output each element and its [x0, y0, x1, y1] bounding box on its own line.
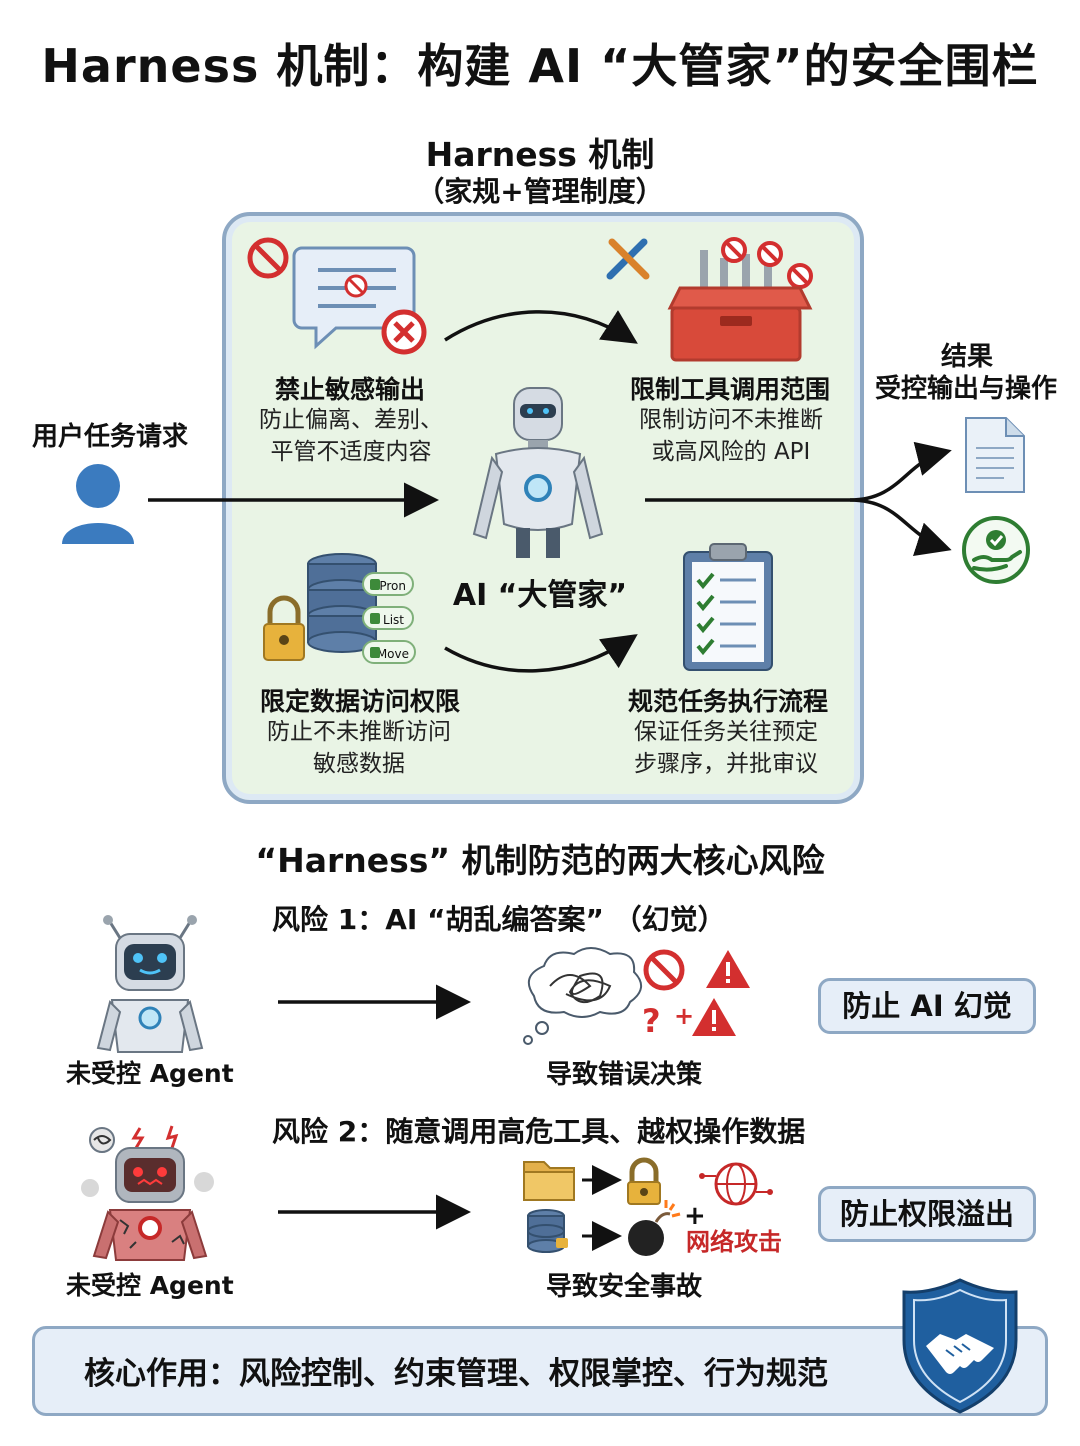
- feature-desc-tool-scope-line1: 限制访问不未推断: [639, 407, 823, 433]
- agent-center-label: AI “大管家”: [452, 578, 628, 613]
- mechanism-heading: Harness 机制: [425, 135, 655, 174]
- security-incident-icons: +: [523, 1157, 773, 1256]
- db-tag-label: Move: [376, 647, 409, 661]
- feature-title-tool-scope: 限制工具调用范围: [629, 375, 830, 404]
- page-title: Harness 机制：构建 AI “大管家”的安全围栏: [41, 39, 1039, 93]
- db-tag-pron: Pron: [362, 572, 414, 596]
- clipboard-checklist-icon: [683, 543, 773, 671]
- lock-icon: [627, 1157, 661, 1205]
- feature-desc-process-line1: 保证任务关往预定: [634, 719, 818, 745]
- ban-icon: [247, 237, 289, 279]
- feature-desc-tool-scope-line2: 或高风险的 API: [651, 439, 811, 465]
- robot-icon: [472, 387, 604, 558]
- plus-icon: +: [684, 1201, 706, 1231]
- network-globe-icon: [699, 1162, 773, 1206]
- tools-crossed-icon: [606, 238, 650, 280]
- mechanism-subheading: （家规+管理制度）: [416, 175, 664, 208]
- risk1-agent-label: 未受控 Agent: [66, 1059, 234, 1088]
- speech-bubble-ban-icon: [247, 237, 427, 355]
- risk2-agent-label: 未受控 Agent: [66, 1271, 234, 1300]
- confused-thought-icon: ? +: [523, 947, 750, 1045]
- uncontrolled-robot-icon: [96, 915, 204, 1053]
- risk2-title: 风险 2：随意调用高危工具、越权操作数据: [272, 1115, 806, 1148]
- document-icon: [965, 417, 1025, 493]
- core-function-banner: [32, 1326, 1048, 1416]
- tag-lock-icon: [370, 579, 380, 590]
- warning-icon: [706, 950, 750, 988]
- shield-handshake-icon: [902, 1278, 1018, 1414]
- prevent-hallucination-badge: 防止 AI 幻觉: [818, 978, 1036, 1034]
- feature-desc-sensitive-output-line1: 防止偏离、差别、: [259, 407, 443, 433]
- core-function-text: 核心作用：风险控制、约束管理、权限掌控、行为规范: [84, 1356, 828, 1392]
- network-attack-label: 网络攻击: [686, 1228, 782, 1256]
- plus-icon: +: [674, 1002, 694, 1030]
- feature-title-sensitive-output: 禁止敏感输出: [274, 375, 425, 404]
- agent-to-check-arrow: [849, 498, 952, 556]
- lock-icon: [263, 595, 305, 661]
- result-sublabel: 受控输出与操作: [874, 374, 1057, 404]
- feature-desc-data-access-line1: 防止不未推断访问: [267, 719, 451, 745]
- user-request-label: 用户任务请求: [32, 422, 189, 452]
- feature-desc-data-access-line2: 敏感数据: [313, 751, 405, 777]
- tag-lock-icon: [370, 647, 380, 658]
- prevent-privilege-overflow-badge: 防止权限溢出: [818, 1186, 1036, 1242]
- feature-title-data-access: 限定数据访问权限: [259, 687, 460, 716]
- feature-desc-sensitive-output-line2: 平管不适度内容: [270, 439, 432, 465]
- feature-title-process: 规范任务执行流程: [627, 687, 828, 716]
- ban-icon: [643, 949, 685, 991]
- bomb-icon: [628, 1200, 681, 1256]
- database-icon: [527, 1209, 568, 1253]
- database-icon: [307, 553, 377, 653]
- db-tag-list: List: [362, 606, 414, 630]
- folder-icon: [523, 1161, 575, 1201]
- user-icon: [62, 464, 134, 544]
- risk2-outcome: 导致安全事故: [545, 1272, 702, 1302]
- question-mark-icon: ?: [642, 1002, 661, 1040]
- warning-icon: [692, 998, 736, 1036]
- tag-lock-icon: [370, 613, 380, 624]
- toolbox-icon: [606, 237, 813, 362]
- db-tag-move: Move: [362, 640, 416, 664]
- result-label: 结果: [940, 342, 993, 372]
- feature-desc-process-line2: 步骤序，并批审议: [634, 751, 818, 777]
- risks-heading: “Harness” 机制防范的两大核心风险: [255, 841, 825, 880]
- risk1-outcome: 导致错误决策: [545, 1060, 702, 1090]
- db-tag-label: Pron: [379, 579, 406, 593]
- risk1-title: 风险 1：AI “胡乱编答案” （幻觉）: [272, 903, 726, 936]
- damaged-robot-icon: [81, 1125, 214, 1261]
- db-tag-label: List: [383, 613, 404, 627]
- hand-check-icon: [962, 516, 1030, 584]
